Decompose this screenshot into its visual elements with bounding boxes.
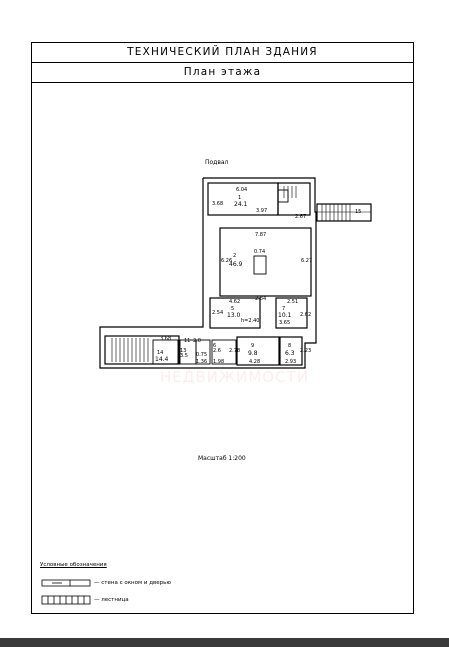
- scale-label: Масштаб 1:200: [198, 455, 246, 462]
- dim-lower-height: 2.78: [229, 348, 240, 354]
- ceiling-height: h=2.40: [241, 318, 260, 324]
- dim-lower-left: 1.98: [213, 359, 224, 365]
- room-7-walls: [275, 297, 308, 329]
- room-9-area: 9.8: [248, 350, 258, 357]
- room-13-number: 13: [180, 348, 186, 354]
- room-7-number: 7: [282, 306, 285, 312]
- legend-symbols: [41, 579, 91, 605]
- dim-top-height: 3.68: [212, 201, 223, 207]
- watermark: НЕДВИЖИМОСТИ: [160, 368, 309, 386]
- small-box-3: [211, 339, 237, 365]
- room-6-area: 2.6: [213, 348, 221, 354]
- room-9-walls: [236, 336, 280, 366]
- dim-small-1: 1.36: [196, 359, 207, 365]
- room-8-walls: [279, 336, 303, 366]
- dim-col-a: 0.74: [254, 249, 265, 255]
- column-feature: [253, 255, 267, 275]
- room-5-walls: [209, 297, 261, 329]
- bottom-bar: [0, 638, 449, 647]
- room-2-area: 46.9: [229, 261, 243, 268]
- room-8-number: 8: [288, 343, 291, 349]
- room-13-area: 3.5: [180, 353, 188, 359]
- stair-hatching: [111, 186, 371, 362]
- dim-small-2: 0.75: [196, 352, 207, 358]
- room-small-top-walls: [277, 182, 311, 216]
- dim-mid-right: 2.51: [287, 299, 298, 305]
- dim-stair-length: 2.67: [295, 214, 306, 220]
- room-8-area: 6.3: [285, 350, 295, 357]
- legend-item-stair: — лестница: [94, 597, 129, 603]
- dim-mid-width: 4.62: [229, 299, 240, 305]
- drawing-frame: ТЕХНИЧЕСКИЙ ПЛАН ЗДАНИЯ План этажа: [31, 42, 414, 614]
- small-box-4: [152, 339, 179, 365]
- room-15-number: 15: [355, 209, 361, 215]
- dim-lower-mid: 4.28: [249, 359, 260, 365]
- room-14-walls: [104, 335, 180, 365]
- room-2-walls: [219, 227, 312, 297]
- dim-mid-bottom: 3.65: [279, 320, 290, 326]
- legend-title: Условные обозначения: [40, 562, 107, 568]
- room-11-area: 2.0: [193, 338, 201, 344]
- document-subtitle: План этажа: [32, 62, 413, 83]
- dim-mid-right2: 2.62: [300, 312, 311, 318]
- room-9-number: 9: [251, 343, 254, 349]
- dim-lower-right: 2.93: [285, 359, 296, 365]
- dim-lower-height2: 2.23: [300, 348, 311, 354]
- building-outline: [99, 177, 317, 369]
- wall-symbol-icon: [41, 579, 91, 587]
- floor-label: Подвал: [205, 159, 229, 166]
- document-title: ТЕХНИЧЕСКИЙ ПЛАН ЗДАНИЯ: [32, 43, 413, 63]
- room-2-number: 2: [233, 253, 236, 259]
- small-box-5: [277, 189, 289, 203]
- room-11-number: 11: [184, 338, 190, 344]
- room-1-number: 1: [238, 195, 241, 201]
- room-14-area: 14.4: [155, 356, 169, 363]
- dim-top-width: 6.04: [236, 187, 247, 193]
- room-5-area: 13.0: [227, 312, 241, 319]
- room-6-number: 6: [213, 343, 216, 349]
- dim-main-right: 6.27: [301, 258, 312, 264]
- legend-item-wall: — стена с окном и дверью: [94, 580, 172, 586]
- small-box-2: [195, 339, 211, 365]
- dim-top-wall: 3.97: [256, 208, 267, 214]
- dim-main-left: 6.26: [221, 258, 232, 264]
- dim-small-3: 2.84: [255, 296, 266, 302]
- room-7-area: 10.1: [278, 312, 292, 319]
- external-stair-outline: [316, 203, 372, 222]
- dim-stair-width: 3.68: [160, 336, 171, 342]
- room-5-number: 5: [231, 306, 234, 312]
- room-1-area: 24.1: [234, 201, 248, 208]
- dim-main-width: 7.87: [255, 232, 266, 238]
- room-14-number: 14: [157, 350, 163, 356]
- dim-mid-height: 2.54: [212, 310, 223, 316]
